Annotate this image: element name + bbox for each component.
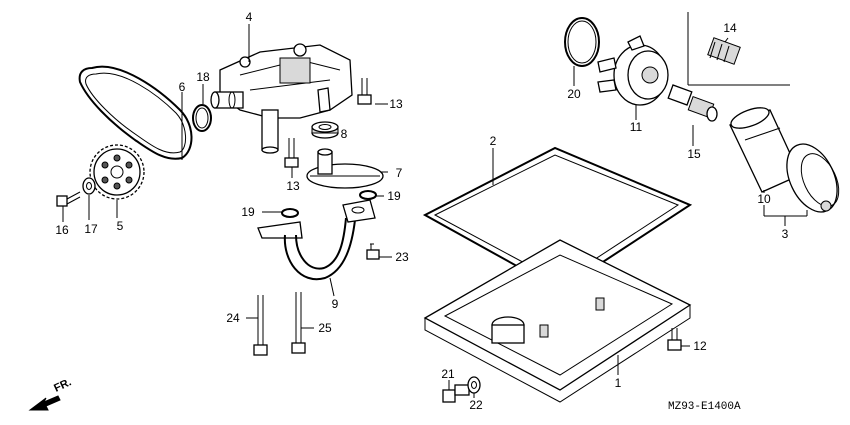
inset-frame [687,12,790,86]
oil-filter-cartridge-3 [786,143,840,213]
callout-1: 1 [615,376,622,390]
sealing-washer-22 [467,376,481,394]
oil-pump-assembly [210,43,353,154]
callout-8: 8 [341,127,348,141]
callout-10: 10 [757,192,771,206]
oil-pipe-9 [257,199,376,281]
seal-8 [311,121,339,139]
callout-21: 21 [441,367,455,381]
bolt-12 [667,328,682,351]
leader-lines [62,24,808,398]
callout-16: 16 [55,223,69,237]
oil-cooler-bolt-15 [667,84,718,122]
drain-bolt-21 [442,384,470,403]
callout-15: 15 [687,147,701,161]
callout-25: 25 [318,321,332,335]
callout-18: 18 [196,70,210,84]
callout-19-right: 19 [387,189,401,203]
o-ring-19-right [359,190,377,200]
callout-3: 3 [782,227,789,241]
bolt-13-lower [284,138,299,168]
o-ring-20 [564,17,600,67]
callout-6: 6 [179,80,186,94]
callout-20: 20 [567,87,581,101]
oil-pump-drive-chain [78,65,193,160]
callout-11: 11 [630,120,643,134]
oil-cooler-11 [597,35,669,106]
stud-14 [707,37,741,65]
callout-14: 14 [723,21,737,35]
callout-13-lower: 13 [286,179,300,193]
front-label: FR. [52,376,73,394]
oil-pump-sprocket [89,144,145,200]
callout-19-left: 19 [241,205,255,219]
oil-pan-gasket-2 [422,146,693,292]
bolt-25 [291,292,306,354]
front-direction-arrow: FR. [28,376,73,411]
bolt-16 [56,191,81,207]
o-ring-18 [192,104,212,132]
callout-5: 5 [117,219,124,233]
callout-2: 2 [490,134,497,148]
oil-filter-element-10 [729,107,801,193]
bolt-24 [253,295,268,356]
washer-17 [82,177,96,195]
callout-9: 9 [332,297,339,311]
bolt-13-upper [357,78,372,105]
callout-13-upper: 13 [389,97,403,111]
o-ring-19-left [281,208,299,218]
diagram-code: MZ93-E1400A [668,401,741,413]
callout-17: 17 [84,222,98,236]
callout-23: 23 [395,250,409,264]
callout-7: 7 [396,166,403,180]
callouts: 4 6 18 5 17 16 13 8 7 13 19 19 23 9 24 2… [55,10,788,412]
callout-22: 22 [469,398,483,412]
callout-12: 12 [693,339,707,353]
callout-24: 24 [226,311,240,325]
callout-4: 4 [246,10,253,24]
oil-pan-1 [423,239,692,403]
oil-strainer-7 [306,148,384,189]
bolt-23 [366,243,380,260]
